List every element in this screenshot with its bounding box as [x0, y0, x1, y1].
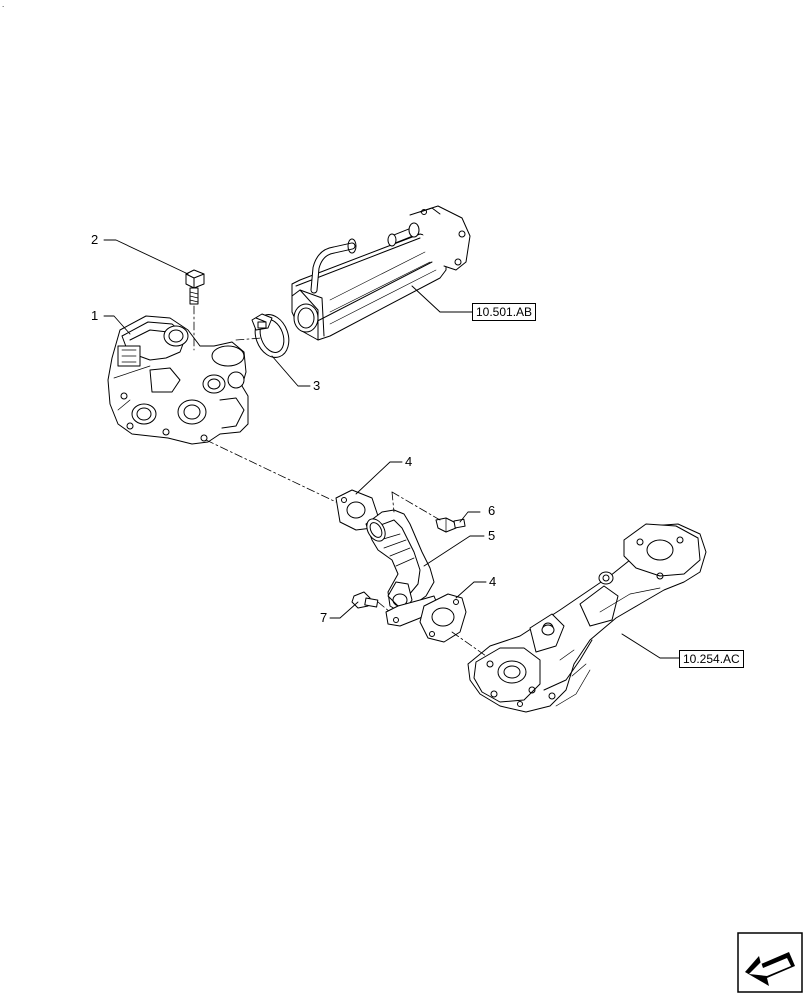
callout-2: 2: [91, 232, 99, 247]
previous-page-arrow-icon[interactable]: [737, 932, 803, 993]
alignment-lines: [193, 305, 487, 657]
callout-7: 7: [320, 610, 328, 625]
exhaust-manifold: [467, 523, 707, 713]
corner-mark: .: [2, 0, 5, 9]
callout-1: 1: [91, 308, 99, 323]
bolt: [185, 269, 205, 305]
callout-6: 6: [488, 503, 496, 518]
bolt-6: [435, 517, 466, 533]
reference-manifold-link[interactable]: 10.254.AC: [679, 650, 744, 668]
bolt-7: [351, 591, 379, 609]
callout-4-lower: 4: [489, 574, 497, 589]
gasket-upper: [335, 489, 379, 531]
gasket-lower: [419, 593, 467, 643]
callout-5: 5: [488, 528, 496, 543]
leader-cooler: [411, 285, 473, 313]
callout-4-upper: 4: [405, 454, 413, 469]
egr-cooler: [291, 205, 471, 341]
egr-valve: [107, 315, 249, 445]
reference-cooler-link[interactable]: 10.501.AB: [472, 303, 537, 321]
clamp-seal: [251, 313, 290, 358]
callout-leaders: [103, 239, 487, 619]
egr-pipe: [365, 509, 439, 627]
callout-3: 3: [313, 378, 321, 393]
leader-manifold: [621, 633, 681, 659]
